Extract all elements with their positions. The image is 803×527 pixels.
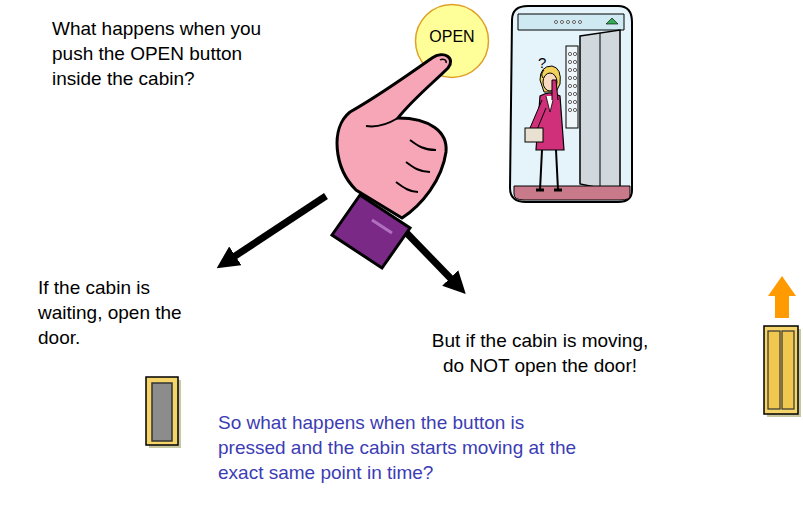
up-arrow bbox=[768, 276, 796, 318]
closed-door-icon bbox=[764, 326, 801, 417]
race-question: So what happens when the button is press… bbox=[218, 410, 596, 485]
open-button: OPEN bbox=[414, 3, 490, 79]
moving-note: But if the cabin is moving, do NOT open … bbox=[420, 328, 660, 378]
leader-arrow bbox=[396, 222, 458, 286]
waiting-note: If the cabin is waiting, open the door. bbox=[38, 275, 208, 350]
open-door-icon bbox=[146, 377, 181, 448]
leader-arrow bbox=[226, 196, 326, 262]
elevator-illustration bbox=[510, 6, 632, 202]
button-label: OPEN bbox=[429, 28, 474, 46]
question-mark: ? bbox=[538, 50, 558, 75]
question-text: What happens when you push the OPEN butt… bbox=[52, 16, 274, 91]
